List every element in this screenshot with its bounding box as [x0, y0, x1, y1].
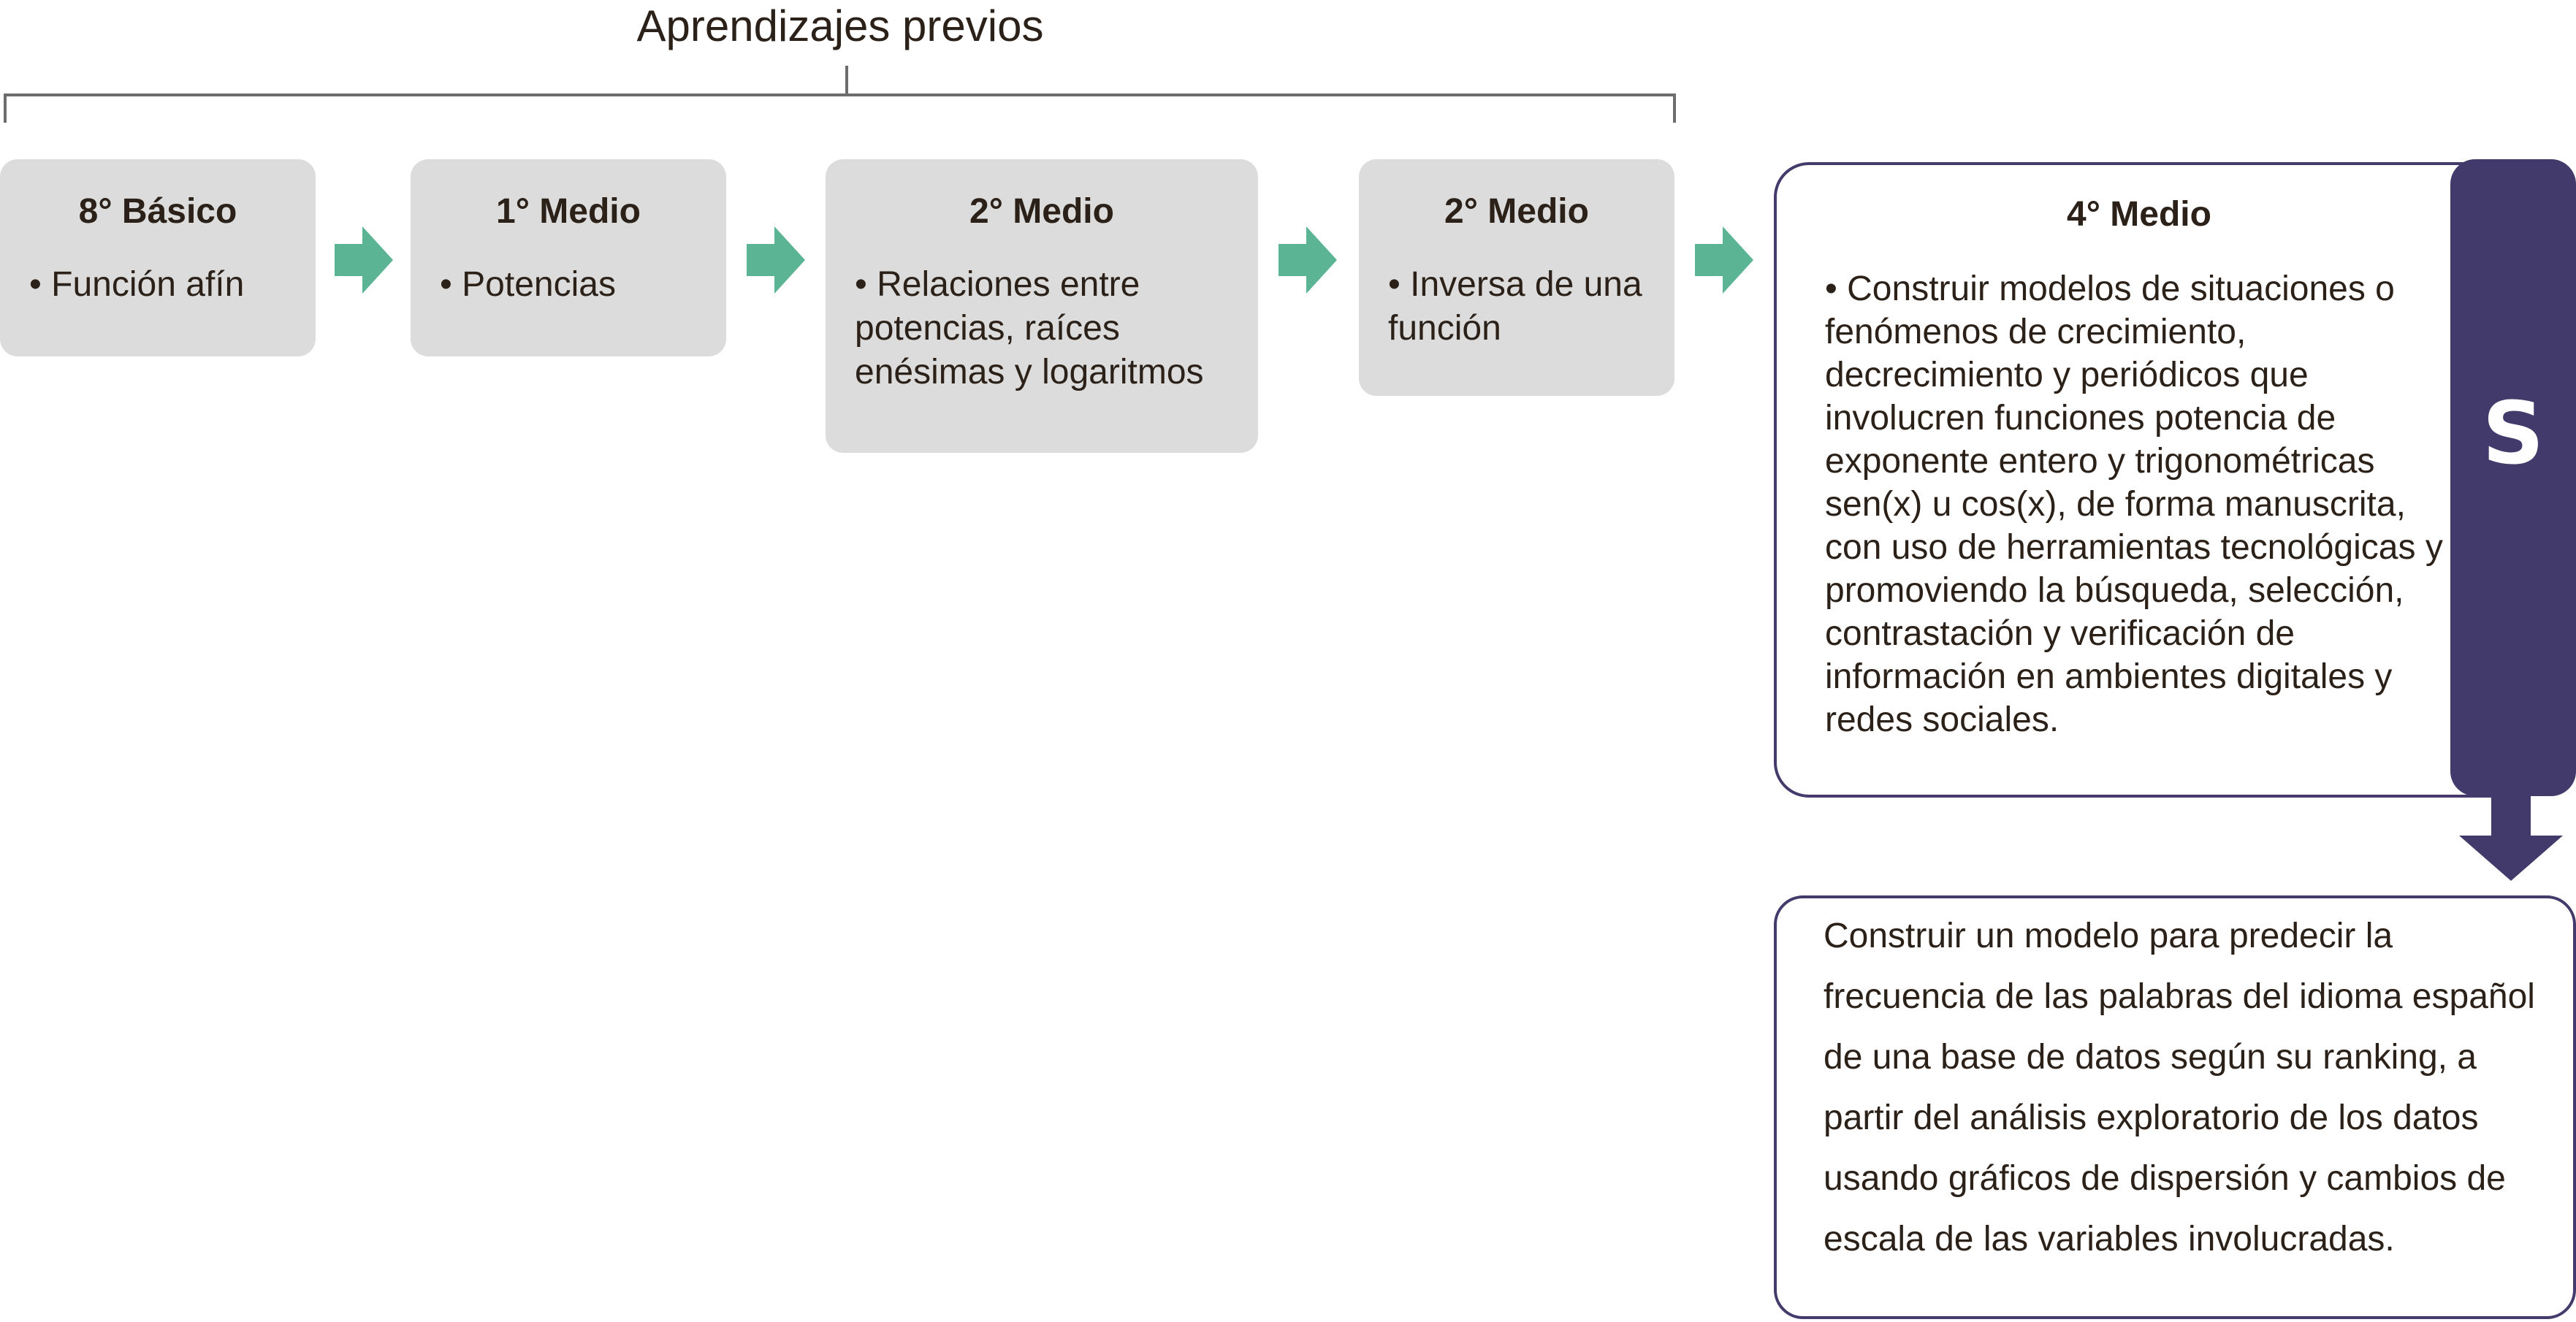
arrow-right-icon [747, 226, 805, 294]
prior-learning-bracket [4, 66, 1676, 123]
step-items: Relaciones entre potencias, raíces enési… [855, 263, 1229, 394]
step-item: Función afín [29, 263, 286, 307]
prior-learning-title: Aprendizajes previos [636, 1, 1044, 50]
step-title: 1° Medio [496, 192, 641, 231]
step-item: Inversa de una función [1388, 263, 1645, 351]
arrow-right-icon [1279, 226, 1337, 294]
step-items: Inversa de una función [1388, 263, 1645, 351]
arrow-right-icon [1695, 226, 1753, 294]
arrow-down-icon [2459, 795, 2563, 881]
goal-card-4-medio: 4° Medio Construir modelos de situacione… [1774, 162, 2534, 798]
goal-title: 4° Medio [2067, 195, 2211, 234]
goal-item: Construir modelos de situaciones o fenóm… [1825, 267, 2453, 741]
step-item: Relaciones entre potencias, raíces enési… [855, 263, 1229, 394]
step-card-1-medio: 1° Medio Potencias [411, 159, 726, 356]
step-title: 2° Medio [969, 192, 1114, 231]
step-card-8-basico: 8° Básico Función afín [0, 159, 316, 356]
task-card: Construir un modelo para predecir la fre… [1774, 895, 2576, 1319]
step-items: Función afín [29, 263, 286, 307]
step-title: 8° Básico [78, 192, 237, 231]
s-band: S [2450, 159, 2576, 796]
goal-content: 4° Medio Construir modelos de situacione… [1825, 193, 2453, 741]
task-text: Construir un modelo para predecir la fre… [1824, 917, 2535, 1258]
s-band-letter: S [2482, 383, 2545, 484]
goal-items: Construir modelos de situaciones o fenóm… [1825, 267, 2453, 741]
step-card-2-medio-relaciones: 2° Medio Relaciones entre potencias, raí… [826, 159, 1258, 453]
step-title: 2° Medio [1444, 192, 1589, 231]
step-item: Potencias [440, 263, 697, 307]
step-card-2-medio-inversa: 2° Medio Inversa de una función [1359, 159, 1674, 396]
step-items: Potencias [440, 263, 697, 307]
arrow-right-icon [335, 226, 393, 294]
